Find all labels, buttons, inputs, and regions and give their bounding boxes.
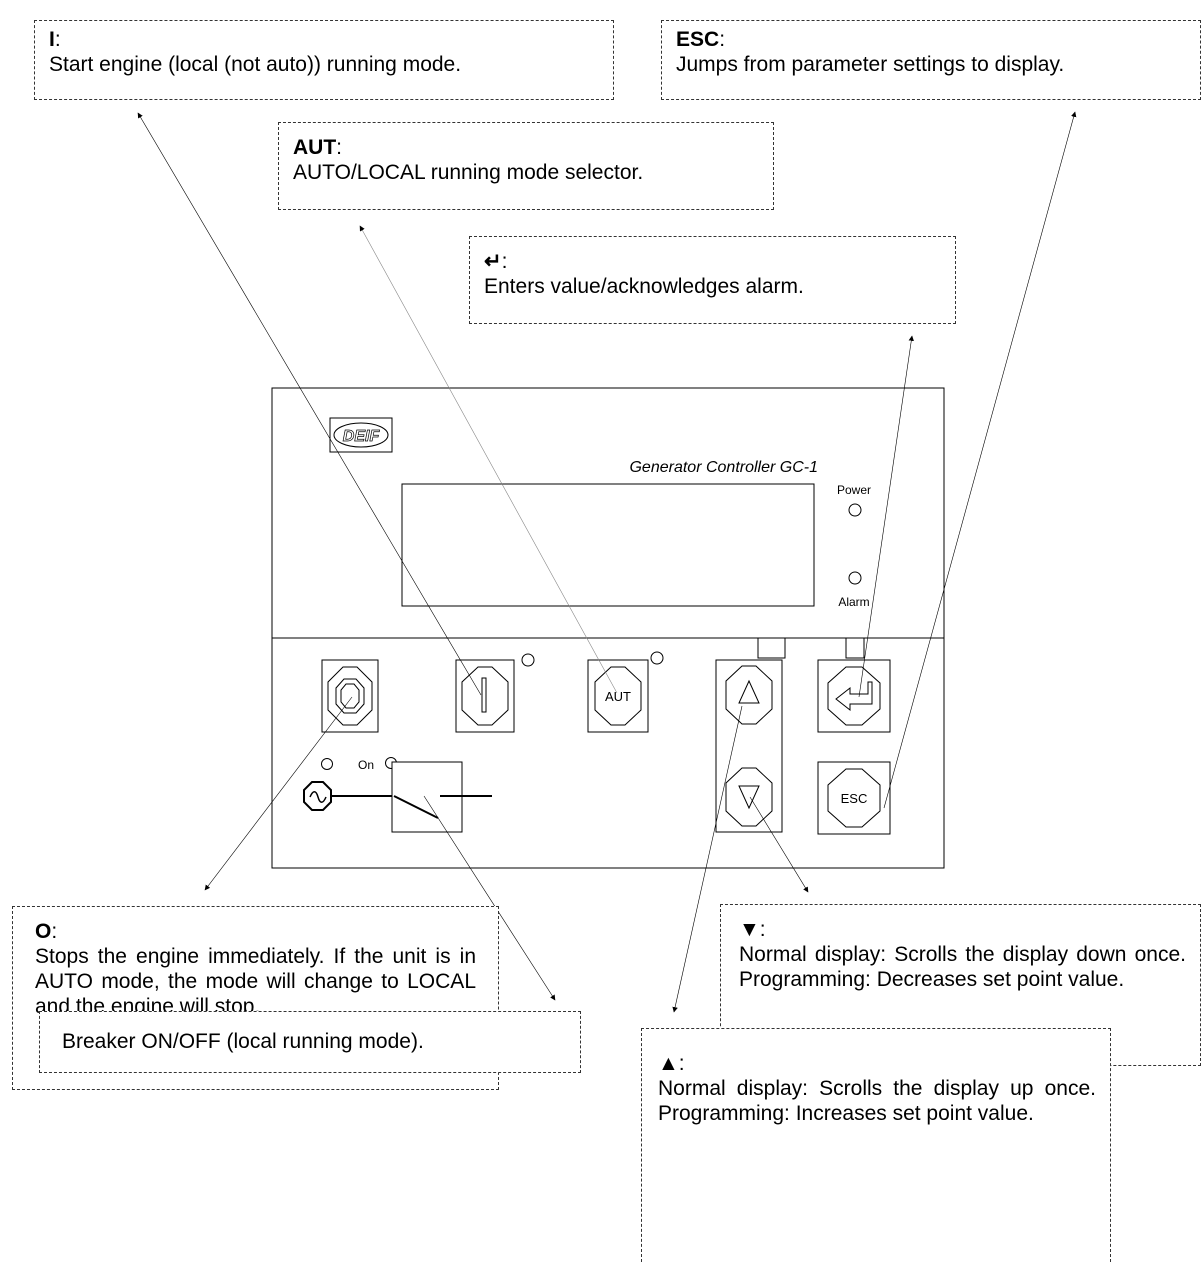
leader-enter — [858, 335, 914, 698]
up-arrow-icon — [738, 679, 760, 704]
callout-esc: ESC: Jumps from parameter settings to di… — [661, 20, 1201, 100]
leader-start — [137, 112, 482, 696]
callout-breaker: Breaker ON/OFF (local running mode). — [39, 1011, 581, 1073]
callout-start-sep: : — [54, 28, 61, 51]
logo-text: DEIF — [343, 428, 381, 445]
aut-button-label: AUT — [605, 689, 631, 704]
callout-aut-sep: : — [336, 136, 343, 159]
leader-esc — [883, 111, 1077, 809]
enter-button[interactable] — [817, 659, 891, 733]
callout-breaker-desc: Breaker ON/OFF (local running mode). — [62, 1030, 424, 1053]
esc-button[interactable]: ESC — [817, 761, 891, 835]
callout-esc-sep: : — [719, 28, 726, 51]
down-button[interactable] — [725, 767, 773, 827]
callout-aut-desc: AUTO/LOCAL running mode selector. — [293, 161, 644, 184]
callout-enter-desc: Enters value/acknowledges alarm. — [484, 275, 804, 298]
callout-start-desc: Start engine (local (not auto)) running … — [49, 53, 462, 76]
leader-aut — [359, 225, 618, 694]
start-icon — [481, 677, 487, 713]
power-led — [848, 503, 862, 517]
ac-wave-icon — [309, 791, 327, 803]
callout-up-sep: : — [678, 1052, 685, 1075]
alarm-led — [848, 571, 862, 585]
start-button[interactable] — [455, 653, 535, 733]
aut-led — [650, 651, 664, 665]
leader-stop — [204, 696, 353, 891]
leader-up — [672, 705, 743, 1013]
callout-up-key: ▲ — [658, 1052, 679, 1075]
callout-enter-key: ↵ — [484, 250, 502, 273]
on-label: On — [358, 758, 374, 772]
up-button[interactable] — [725, 665, 773, 725]
panel-title: Generator Controller GC-1 — [629, 459, 818, 476]
callout-esc-desc: Jumps from parameter settings to display… — [676, 53, 1065, 76]
generator-led — [321, 758, 333, 770]
callout-stop-sep: : — [51, 920, 58, 943]
breaker-switch-icon — [393, 795, 439, 819]
down-arrow-icon — [738, 785, 760, 810]
callout-stop-key: O — [35, 920, 52, 943]
power-label: Power — [837, 483, 871, 497]
leader-breaker — [423, 795, 556, 1001]
alarm-label: Alarm — [838, 595, 869, 609]
lcd-display — [401, 483, 815, 607]
callout-aut: AUT: AUTO/LOCAL running mode selector. — [278, 122, 774, 210]
leader-down — [749, 796, 809, 893]
start-led — [521, 653, 535, 667]
callout-enter-sep: : — [501, 250, 508, 273]
callout-down-desc: Normal display: Scrolls the display down… — [739, 943, 1186, 991]
callout-esc-key: ESC — [676, 28, 720, 51]
callout-up-desc: Normal display: Scrolls the display up o… — [658, 1077, 1096, 1125]
callout-stop-desc: Stops the engine immediately. If the uni… — [35, 945, 476, 1018]
enter-icon — [835, 681, 873, 712]
breaker-area: On — [303, 757, 492, 833]
aut-button[interactable]: AUT — [587, 651, 664, 733]
callout-start: I: Start engine (local (not auto)) runni… — [34, 20, 614, 100]
callout-enter: ↵: Enters value/acknowledges alarm. — [469, 236, 956, 324]
divider-notch-1 — [757, 638, 786, 659]
deif-logo: DEIF — [329, 417, 393, 453]
callout-down-key: ▼ — [739, 918, 760, 941]
divider-notch-2 — [845, 638, 865, 659]
stop-button[interactable] — [321, 659, 379, 733]
callout-aut-key: AUT — [293, 136, 337, 159]
callout-start-key: I — [49, 28, 55, 51]
callout-up: ▲: Normal display: Scrolls the display u… — [641, 1028, 1111, 1262]
callout-down-sep: : — [759, 918, 766, 941]
esc-button-label: ESC — [841, 791, 868, 806]
